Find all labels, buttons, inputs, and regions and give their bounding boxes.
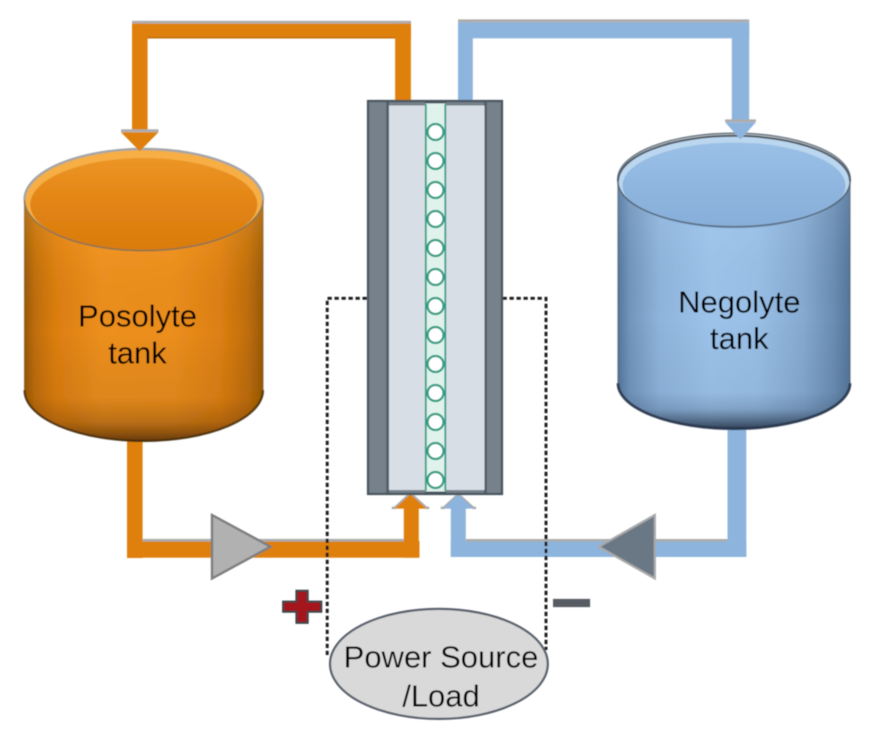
svg-text:tank: tank xyxy=(710,321,769,356)
svg-text:Negolyte: Negolyte xyxy=(678,285,800,320)
svg-text:tank: tank xyxy=(108,336,167,371)
svg-text:/Load: /Load xyxy=(402,678,480,713)
svg-text:Power Source: Power Source xyxy=(344,640,539,675)
svg-text:Posolyte: Posolyte xyxy=(78,298,197,333)
